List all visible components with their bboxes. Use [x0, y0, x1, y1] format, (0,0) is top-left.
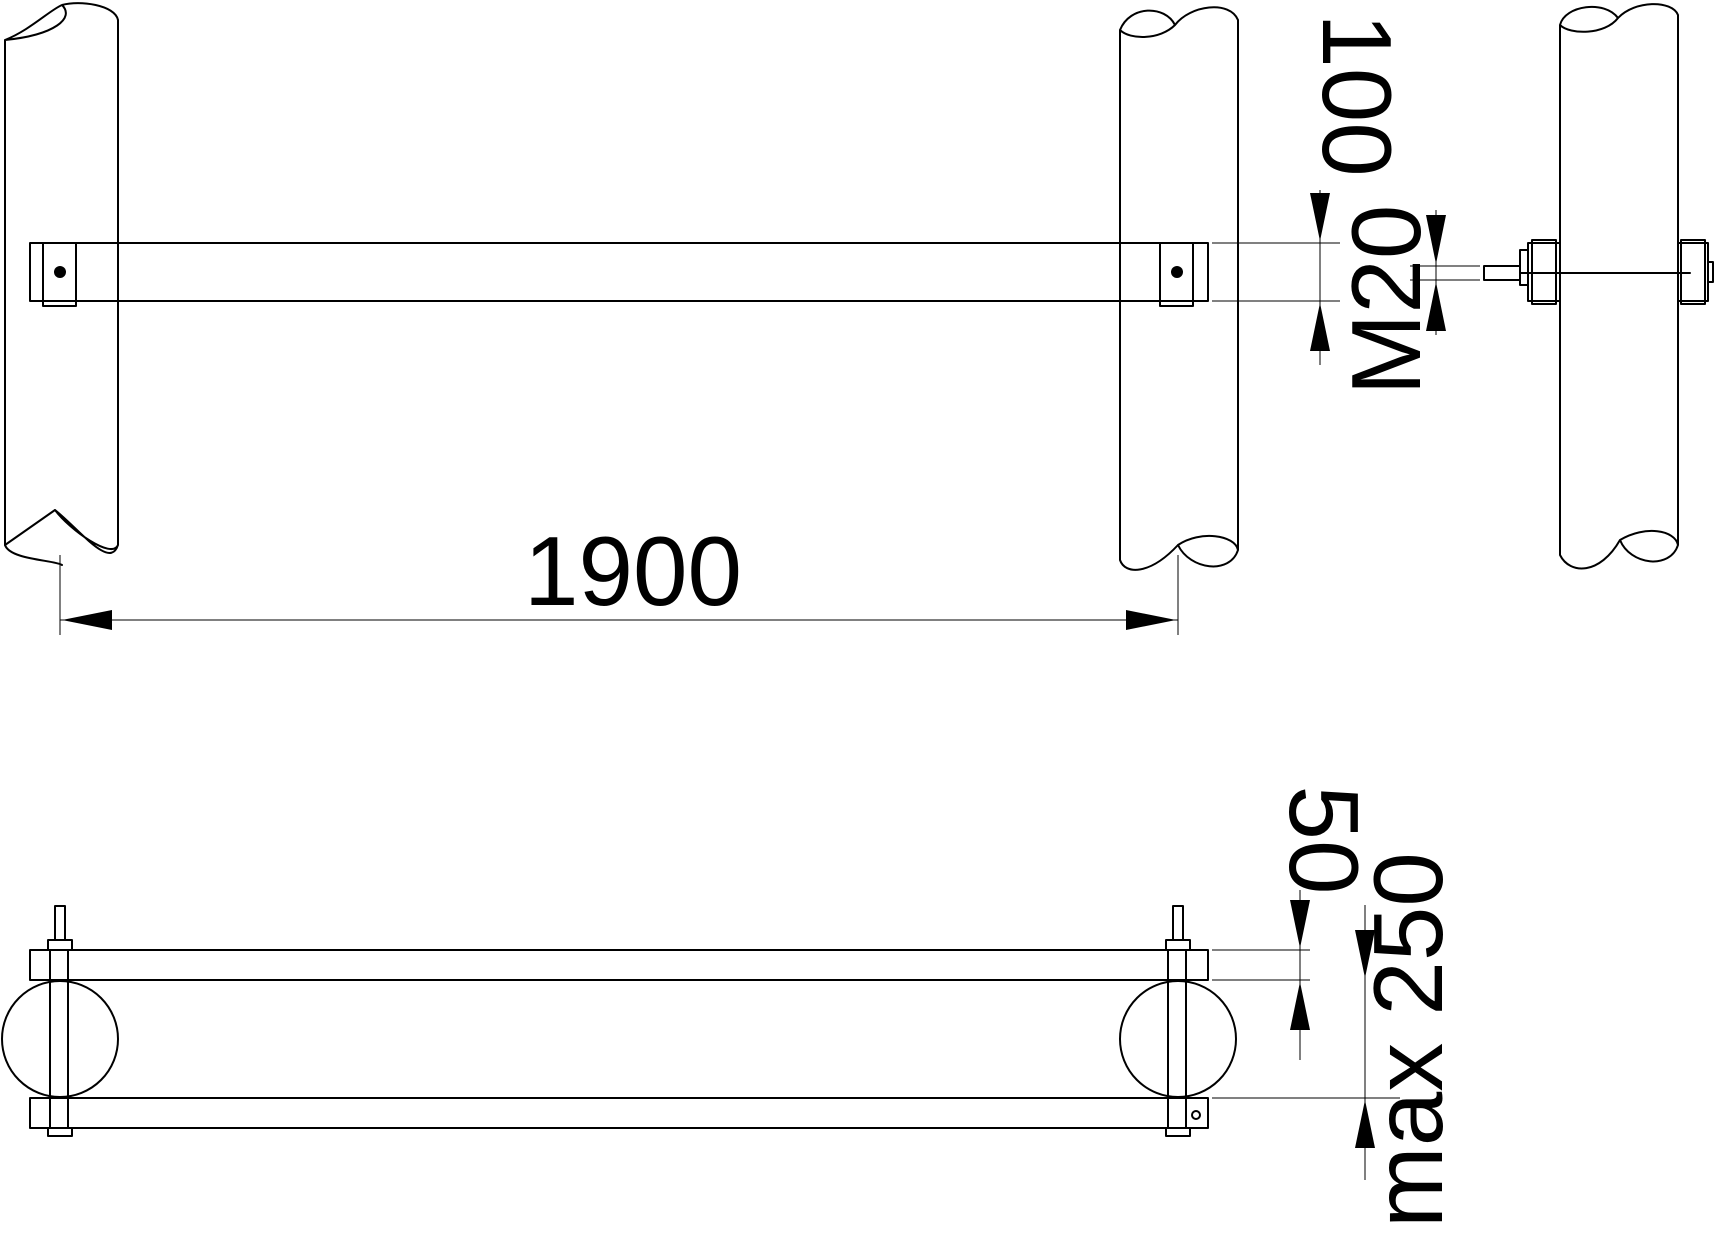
dim-bar-height-label: 50 [1269, 785, 1379, 894]
dimension-1900: 1900 [59, 516, 1179, 635]
right-bolt-hole [1171, 266, 1183, 278]
left-clamp-plate [42, 242, 77, 307]
left-post [4, 2, 119, 554]
dimension-100: 100 [1212, 13, 1412, 365]
bolt-side-detail [1483, 239, 1714, 305]
left-threaded-rod [47, 905, 73, 1137]
dim-bolt-label: M20 [1331, 205, 1441, 396]
lower-bar [29, 1097, 1209, 1129]
dim-clamp-range-label: max 250 [1353, 852, 1463, 1228]
right-post-section [1119, 980, 1237, 1098]
right-post [1559, 3, 1679, 570]
dimension-m20: M20 [1331, 205, 1480, 396]
left-post-section [1, 980, 119, 1098]
tie-bar [29, 242, 1209, 302]
dimension-50: 50 [1212, 785, 1379, 1060]
left-bolt-hole [54, 266, 66, 278]
upper-bar [29, 949, 1209, 981]
dim-height-label: 100 [1302, 13, 1412, 177]
dimension-max-250: max 250 [1212, 852, 1463, 1228]
middle-post [1119, 6, 1239, 571]
top-view: 1900 100 M20 [4, 2, 1714, 635]
right-clamp-plate [1159, 242, 1194, 307]
bottom-view: 50 max 250 [1, 785, 1463, 1228]
dim-length-label: 1900 [524, 516, 742, 626]
right-threaded-rod [1165, 905, 1201, 1137]
